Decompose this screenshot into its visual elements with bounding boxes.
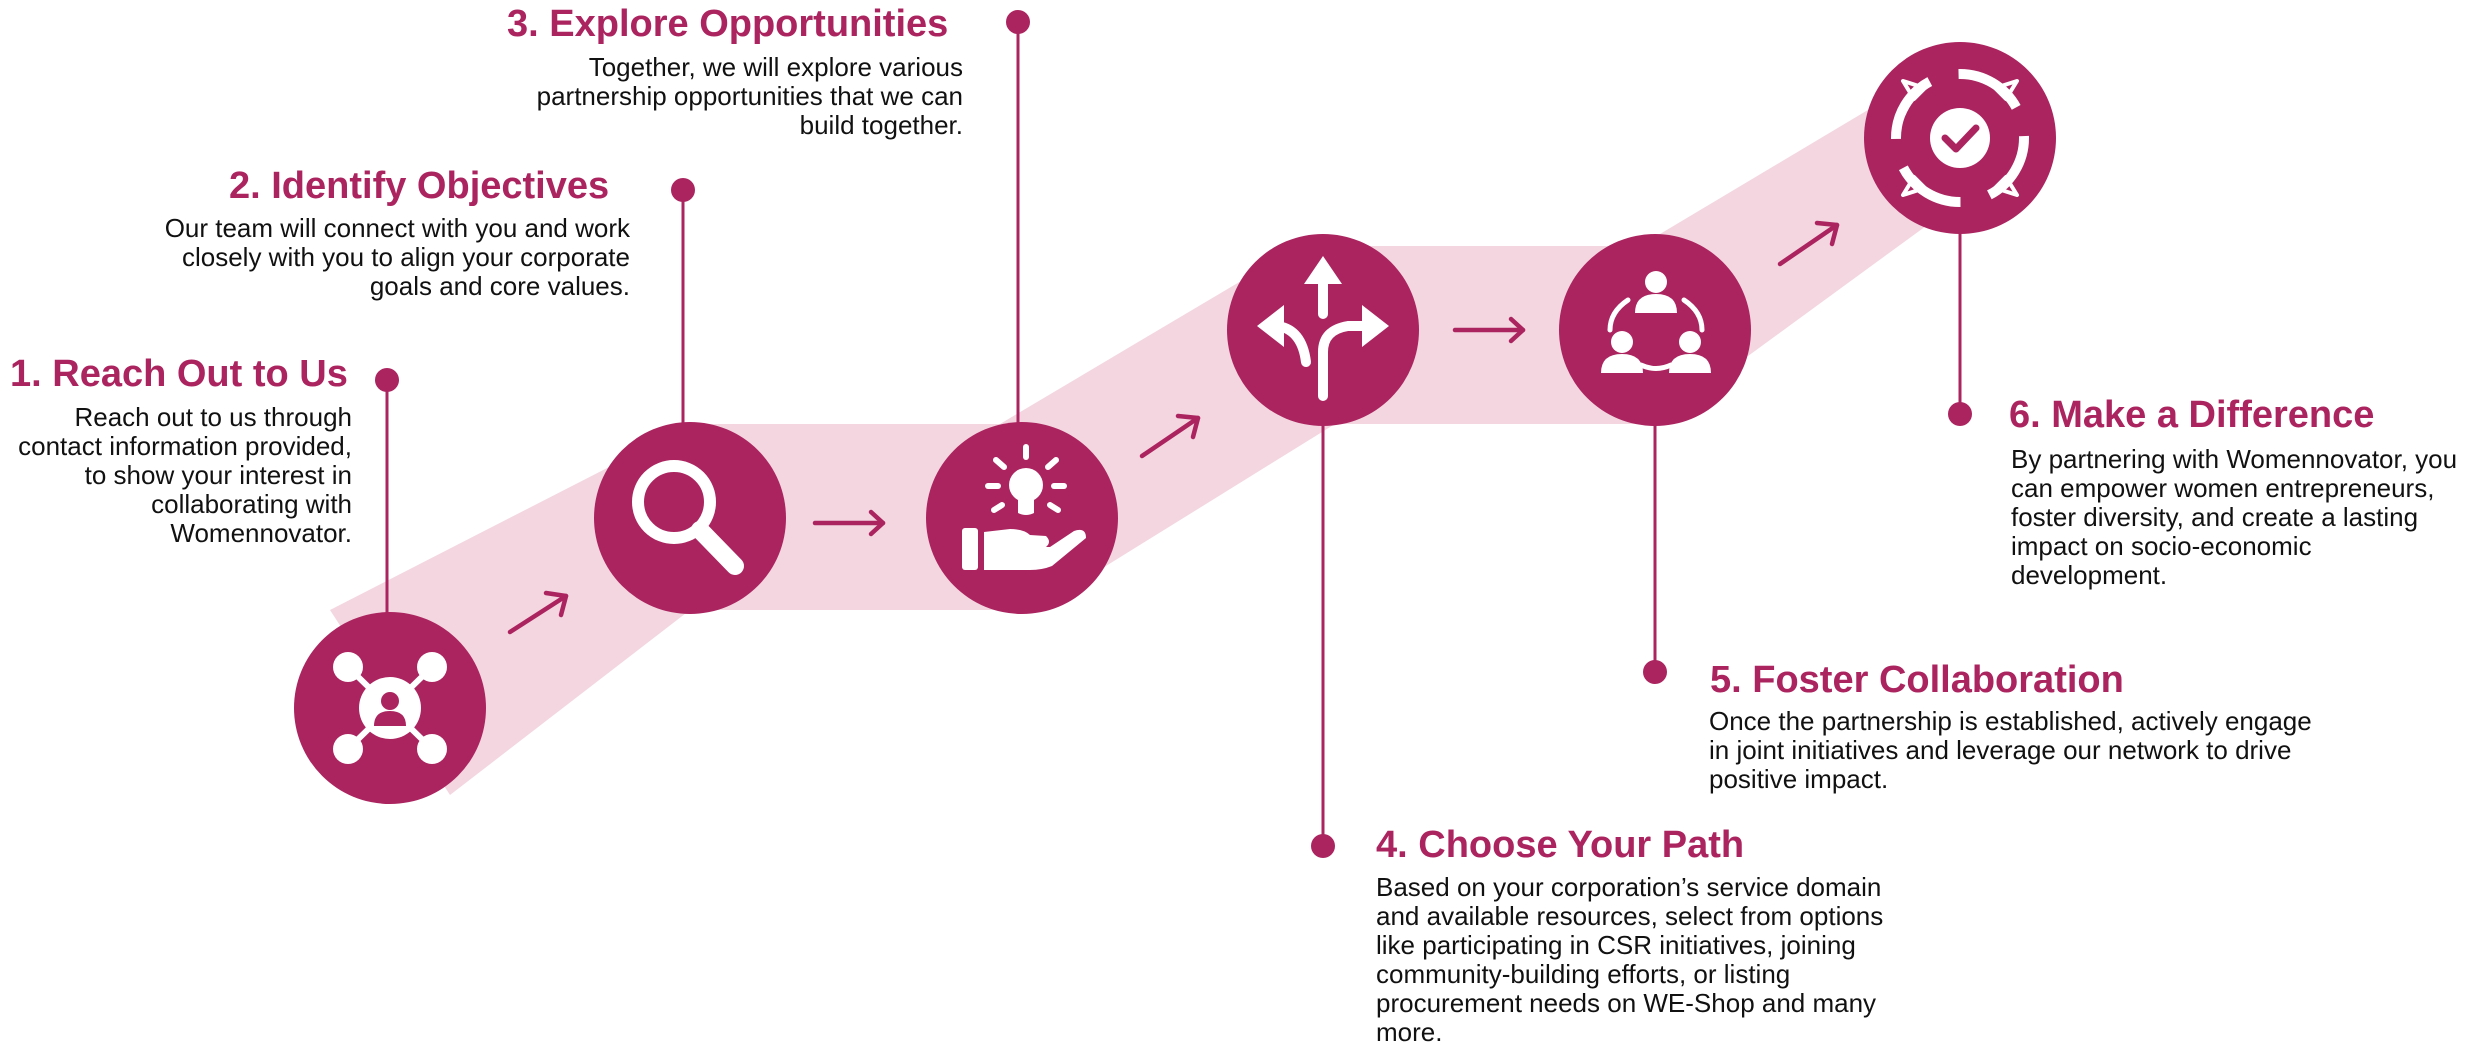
connector-dot-2 (671, 178, 695, 202)
step-title-6: 6. Make a Difference (2009, 394, 2375, 436)
step-title-4: 4. Choose Your Path (1376, 824, 1745, 866)
step-desc-5: Once the partnership is established, act… (1709, 706, 2312, 794)
target-check-icon (1891, 69, 2029, 207)
step-desc-3: Together, we will explore various partne… (536, 52, 963, 140)
network-person-icon (333, 652, 447, 764)
arrow-icon-3-4 (1139, 413, 1201, 459)
connector-dot-4 (1311, 834, 1335, 858)
step-title-5: 5. Foster Collaboration (1710, 659, 2124, 701)
step-circle-5 (1559, 234, 1751, 426)
step-desc-1: Reach out to us through contact informat… (18, 402, 352, 548)
step-desc-6: By partnering with Womennovator, you can… (2011, 444, 2458, 590)
idea-hand-icon (962, 444, 1086, 570)
connector-dot-1 (375, 368, 399, 392)
step-circle-3 (926, 422, 1118, 614)
step-title-2: 2. Identify Objectives (229, 165, 610, 207)
connector-dot-6 (1948, 402, 1972, 426)
connector-dot-3 (1006, 10, 1030, 34)
arrow-icon-2-3 (812, 509, 886, 537)
step-circle-4 (1227, 234, 1419, 426)
step-title-1: 1. Reach Out to Us (10, 353, 348, 395)
arrow-icon-4-5 (1452, 316, 1526, 344)
progress-band (330, 55, 2030, 795)
step-circle-2 (594, 422, 786, 614)
team-cycle-icon (1601, 271, 1711, 373)
arrow-icon-5-6 (1777, 220, 1840, 267)
step-desc-2: Our team will connect with you and work … (164, 213, 630, 301)
step-desc-4: Based on your corporation’s service doma… (1376, 872, 1884, 1047)
magnifier-icon (632, 460, 744, 575)
arrow-icon-1-2 (507, 590, 569, 635)
split-arrows-icon (1257, 256, 1389, 401)
connector-dot-5 (1643, 660, 1667, 684)
step-title-3: 3. Explore Opportunities (507, 3, 949, 45)
